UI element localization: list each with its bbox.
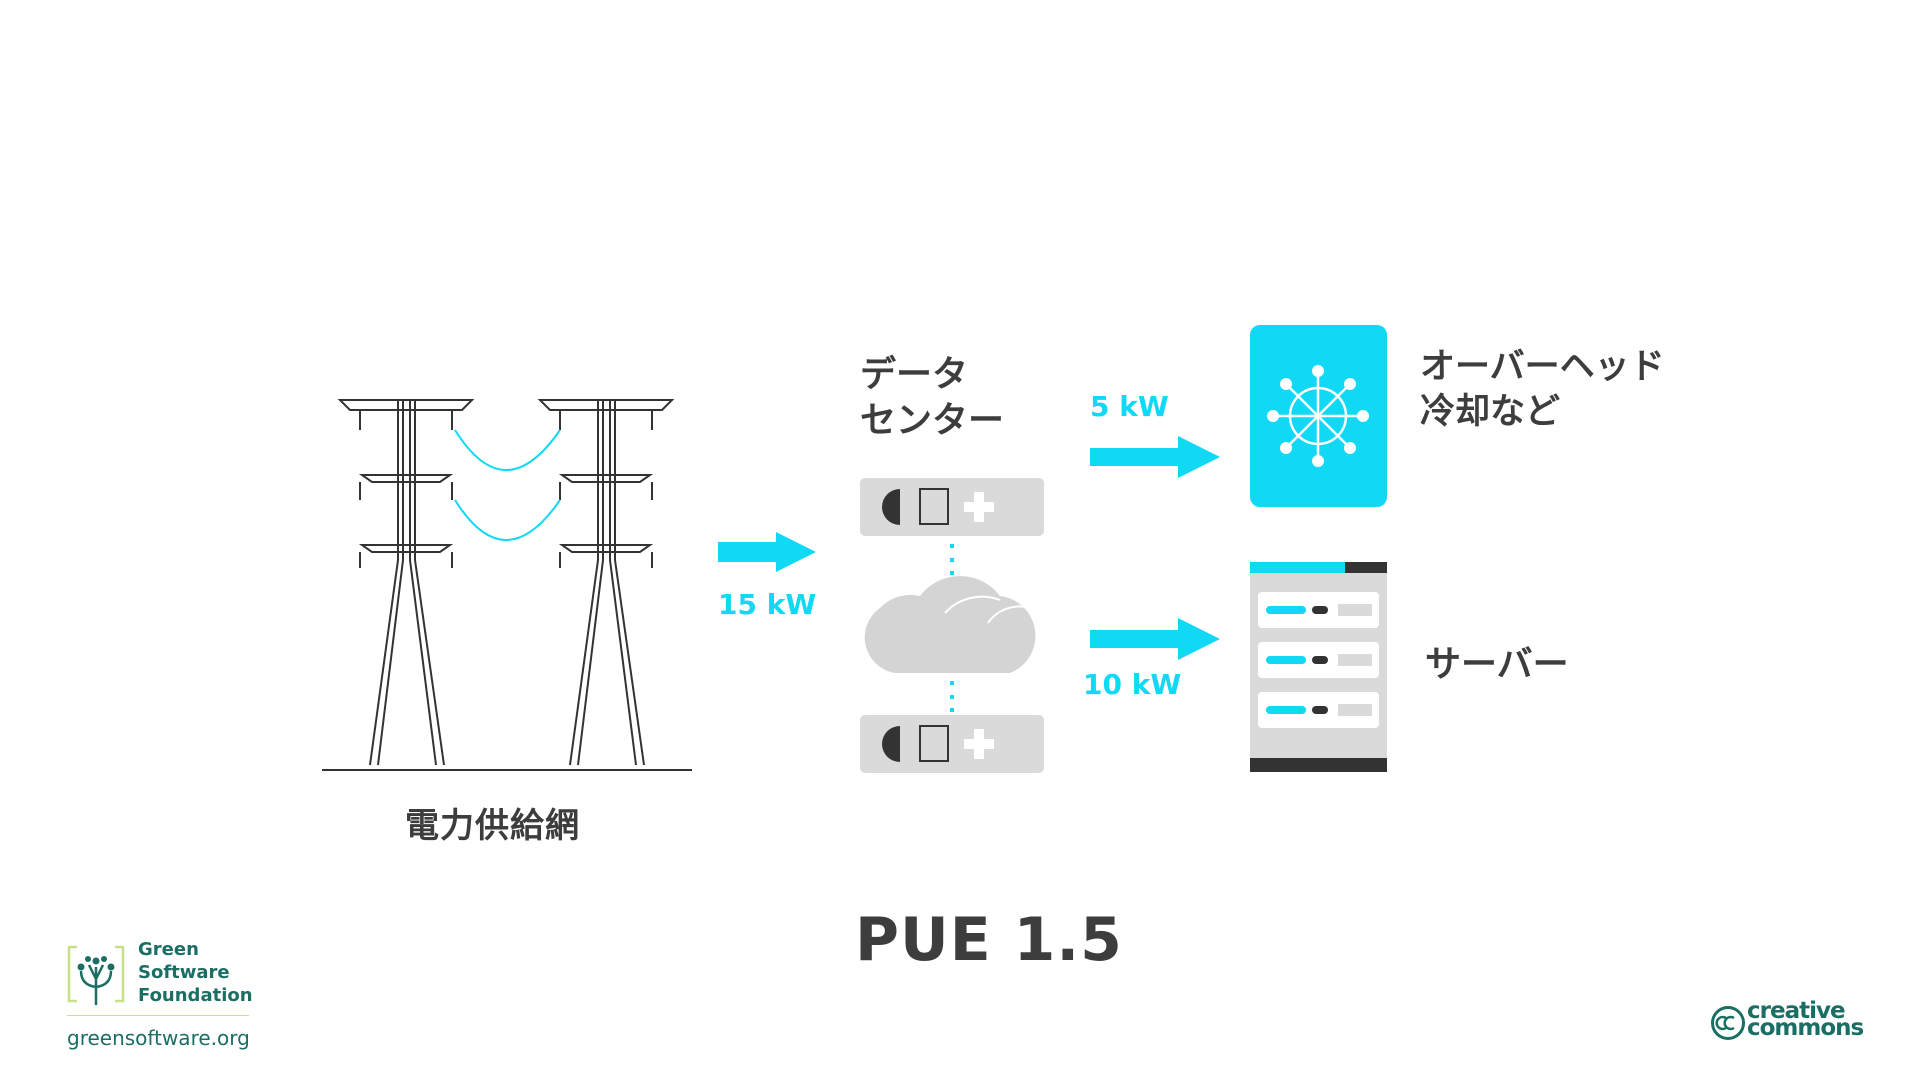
green-software-logo: [67, 945, 125, 1005]
license-label: creative commons: [1747, 998, 1864, 1041]
server-rack-icon: [1250, 562, 1387, 772]
creative-commons-logo: [1711, 1006, 1745, 1040]
power-tower-icon: [322, 399, 692, 771]
org-name: Green Software Foundation: [138, 938, 253, 1007]
datacenter-label: データ センター: [860, 352, 1004, 444]
overhead-label: オーバーヘッド 冷却など: [1420, 345, 1665, 435]
grid-label: 電力供給網: [405, 806, 580, 846]
arrow-right-icon: [1090, 436, 1220, 478]
arrow-right-icon: [1090, 618, 1220, 660]
server-cloud-icon: [860, 478, 1044, 773]
org-name-line1: Green: [138, 939, 199, 960]
datacenter-label-line1: データ: [860, 354, 969, 395]
overhead-label-line2: 冷却など: [1420, 392, 1561, 432]
cooling-snowflake-icon: [1250, 325, 1387, 507]
org-name-line2: Software: [138, 962, 230, 983]
server-power-label: 10 kW: [1083, 668, 1182, 701]
input-power-label: 15 kW: [718, 588, 817, 621]
org-url-link[interactable]: greensoftware.org: [67, 1026, 250, 1050]
arrow-right-icon: [718, 532, 816, 572]
datacenter-label-line2: センター: [860, 400, 1005, 441]
license-line2: commons: [1747, 1015, 1864, 1041]
footer-divider: [67, 1015, 249, 1016]
pue-metric: PUE 1.5: [855, 905, 1123, 975]
org-name-line3: Foundation: [138, 985, 253, 1006]
overhead-power-label: 5 kW: [1090, 390, 1169, 423]
overhead-label-line1: オーバーヘッド: [1420, 347, 1665, 387]
license-line1: creative: [1747, 998, 1846, 1024]
server-label: サーバー: [1425, 644, 1569, 685]
